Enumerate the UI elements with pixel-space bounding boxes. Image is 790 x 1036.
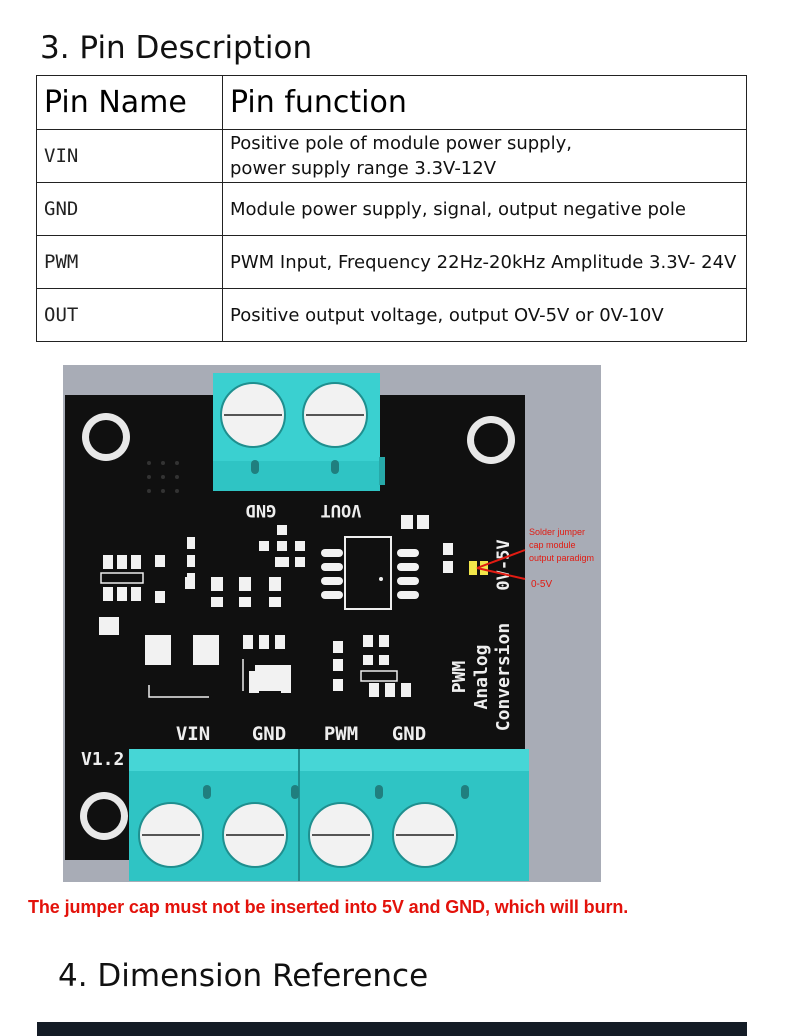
pin-function-header: Pin function	[222, 75, 747, 130]
pin-function-pwm: PWM Input, Frequency 22Hz-20kHz Amplitud…	[222, 235, 747, 289]
warning-text: The jumper cap must not be inserted into…	[28, 897, 629, 917]
pcb-module-render: GND VOUT	[63, 365, 601, 882]
annotation-line: output paradigm	[529, 553, 594, 563]
top-terminal-block	[213, 373, 385, 491]
top-label-gnd: GND	[246, 500, 277, 520]
section-4-title: 4. Dimension Reference	[58, 958, 429, 994]
pin-function-line: Positive pole of module power supply,	[230, 133, 572, 154]
pin-name-gnd: GND	[36, 182, 223, 236]
annotation-range: 0-5V	[531, 579, 552, 590]
range-label: 0V-5V	[494, 539, 514, 590]
bottom-terminal-block	[129, 749, 529, 881]
bottom-label-pwm: PWM	[324, 723, 358, 745]
section-3-title: 3. Pin Description	[40, 30, 313, 66]
mounting-hole-icon	[467, 416, 515, 464]
board-title-line: Analog	[471, 644, 492, 709]
version-label: V1.2	[81, 749, 124, 770]
ic-chip	[321, 536, 419, 610]
top-label-vout: VOUT	[321, 500, 362, 520]
jumper-pads	[469, 561, 488, 575]
bottom-label-gnd-2: GND	[392, 723, 426, 745]
pin-name-out: OUT	[36, 288, 223, 342]
pin-description-table: Pin Name Pin function VIN Positive pole …	[36, 75, 747, 342]
bottom-label-gnd: GND	[252, 723, 286, 745]
mounting-hole-icon	[82, 413, 130, 461]
pin-function-out: Positive output voltage, output OV-5V or…	[222, 288, 747, 342]
pin-name-header: Pin Name	[36, 75, 223, 130]
smd-pads	[99, 515, 453, 697]
table-header-row: Pin Name Pin function	[36, 75, 747, 130]
pin-name-pwm: PWM	[36, 235, 223, 289]
pin-function-gnd: Module power supply, signal, output nega…	[222, 182, 747, 236]
annotation-line: Solder jumper	[529, 527, 585, 537]
pin-name-vin: VIN	[36, 129, 223, 183]
bottom-label-vin: VIN	[176, 723, 210, 745]
table-row: VIN Positive pole of module power supply…	[36, 129, 747, 183]
table-row: GND Module power supply, signal, output …	[36, 182, 747, 236]
pin-function-vin: Positive pole of module power supply, po…	[222, 129, 747, 183]
annotation-line: cap module	[529, 540, 576, 550]
table-row: OUT Positive output voltage, output OV-5…	[36, 288, 747, 342]
pin-function-line: power supply range 3.3V-12V	[230, 158, 497, 179]
board-title-line: Conversion	[493, 623, 514, 731]
dimension-image-top-edge	[37, 1022, 747, 1036]
board-title-line: PWM	[449, 661, 470, 694]
table-row: PWM PWM Input, Frequency 22Hz-20kHz Ampl…	[36, 235, 747, 289]
mounting-hole-icon	[80, 792, 128, 840]
